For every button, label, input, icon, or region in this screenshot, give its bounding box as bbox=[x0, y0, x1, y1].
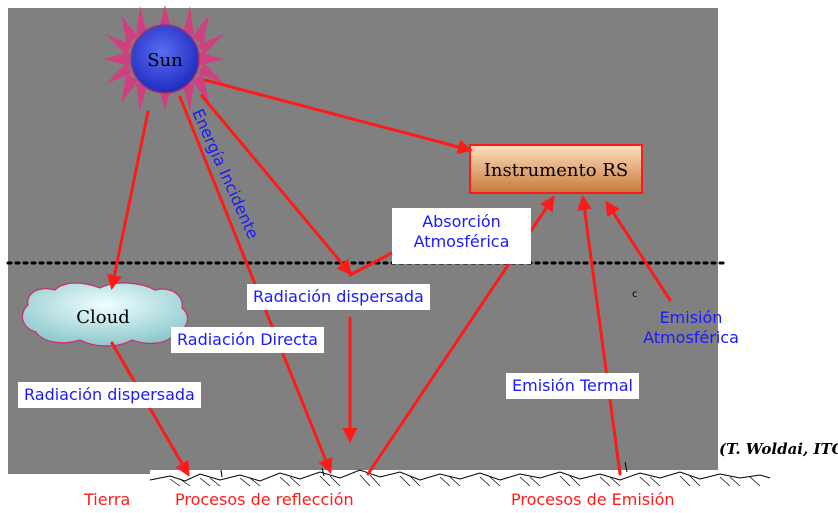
cloud-shape bbox=[21, 282, 189, 347]
absorcion-line1: Absorción bbox=[422, 212, 501, 231]
absorcion-atmosferica-label: Absorción Atmosférica bbox=[392, 208, 531, 264]
emision-atmosferica-line1: Emisión bbox=[659, 308, 723, 327]
emision-atmosferica-label: Emisión Atmosférica bbox=[634, 308, 748, 348]
instrumento-rs-box bbox=[469, 144, 643, 194]
procesos-emision-label: Procesos de Emisión bbox=[511, 490, 675, 509]
arrow-sun-to-instrument bbox=[203, 78, 473, 155]
cloud-label: Cloud bbox=[76, 307, 129, 328]
sun-icon bbox=[103, 5, 224, 112]
instrumento-rs-label: Instrumento RS bbox=[484, 160, 628, 181]
emision-atmosferica-line2: Atmosférica bbox=[643, 328, 739, 347]
arrow-sun-to-cloud bbox=[107, 110, 150, 290]
tierra-label: Tierra bbox=[84, 490, 131, 509]
radiacion-dispersada-lower-label: Radiación dispersada bbox=[18, 382, 201, 408]
radiacion-dispersada-upper-label: Radiación dispersada bbox=[247, 284, 430, 310]
sun-label: Sun bbox=[147, 50, 183, 71]
arrow-sun-to-scatter-point bbox=[200, 94, 352, 276]
emision-termal-label: Emisión Termal bbox=[506, 373, 639, 399]
absorcion-line2: Atmosférica bbox=[413, 232, 510, 251]
arrow-cloud-to-ground bbox=[110, 341, 190, 477]
procesos-reflexion-label: Procesos de reflección bbox=[175, 490, 354, 509]
arrow-ground-emission-to-instrument bbox=[577, 195, 622, 476]
arrow-atmospheric-emission bbox=[605, 200, 672, 302]
ground-surface bbox=[149, 469, 771, 488]
small-c-label: c bbox=[632, 289, 638, 300]
credit-label: (T. Woldai, ITC) bbox=[719, 440, 838, 458]
radiacion-directa-label: Radiación Directa bbox=[171, 327, 324, 353]
